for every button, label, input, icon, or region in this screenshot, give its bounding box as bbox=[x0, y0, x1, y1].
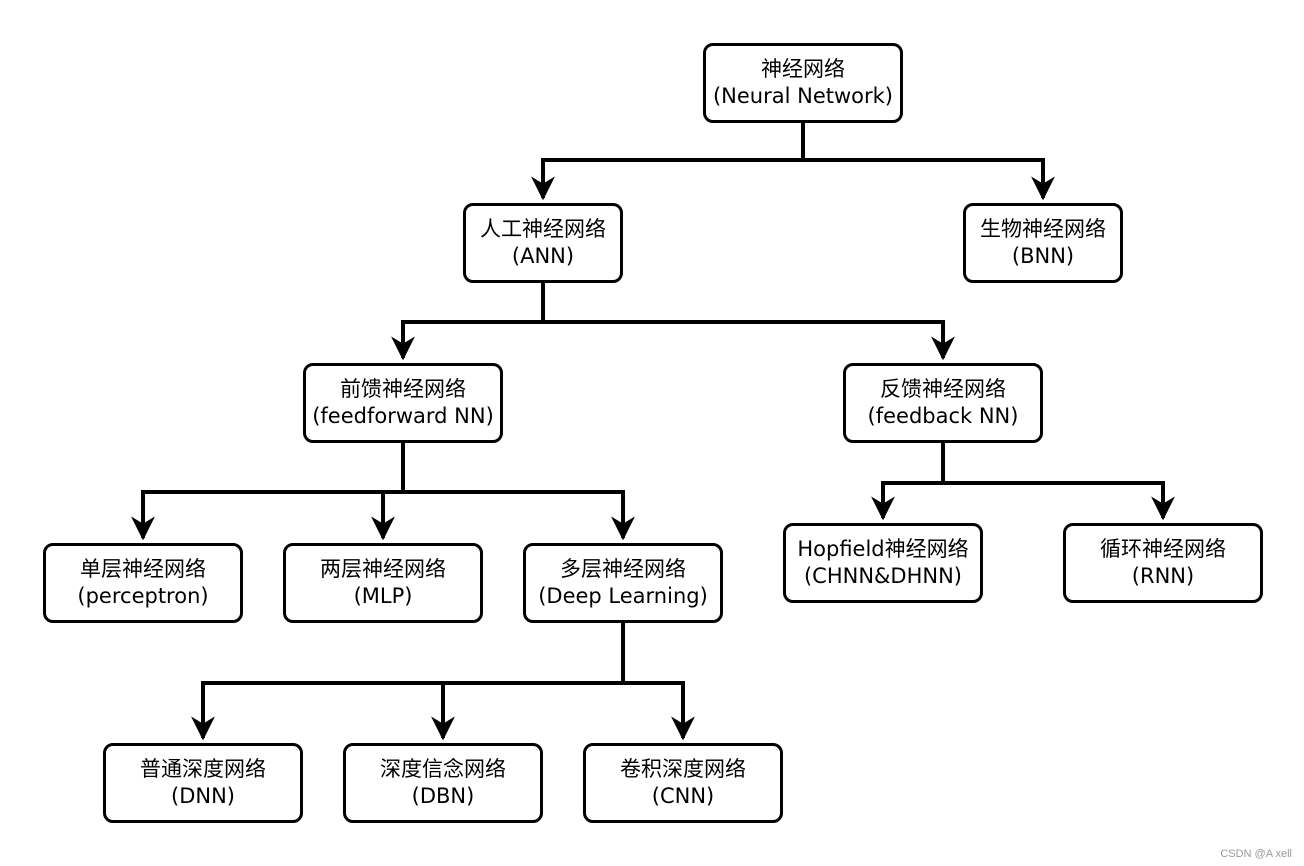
edge-feedback-branch bbox=[883, 443, 1163, 485]
node-label-en: (BNN) bbox=[1011, 244, 1075, 268]
node-cnn: 卷积深度网络 (CNN) bbox=[583, 743, 783, 823]
watermark-text: CSDN @A xell bbox=[1220, 848, 1292, 860]
node-label-zh: 循环神经网络 bbox=[1100, 537, 1226, 561]
node-label-zh: 普通深度网络 bbox=[140, 757, 266, 781]
node-label-en: (feedforward NN) bbox=[312, 404, 494, 428]
node-label-zh: 卷积深度网络 bbox=[620, 757, 746, 781]
node-label-zh: Hopfield神经网络 bbox=[797, 537, 969, 561]
node-label-en: (feedback NN) bbox=[867, 404, 1019, 428]
node-feedforward: 前馈神经网络 (feedforward NN) bbox=[303, 363, 503, 443]
node-label-zh: 人工神经网络 bbox=[480, 217, 606, 241]
node-multi-layer: 多层神经网络 (Deep Learning) bbox=[523, 543, 723, 623]
edge-multi-branch bbox=[203, 623, 683, 685]
node-rnn: 循环神经网络 (RNN) bbox=[1063, 523, 1263, 603]
node-label-en: (RNN) bbox=[1131, 564, 1195, 588]
node-label-en: (MLP) bbox=[353, 584, 413, 608]
node-label-en: (perceptron) bbox=[77, 584, 209, 608]
node-label-zh: 前馈神经网络 bbox=[340, 377, 466, 401]
node-label-zh: 单层神经网络 bbox=[80, 557, 206, 581]
node-bnn: 生物神经网络 (BNN) bbox=[963, 203, 1123, 283]
node-label-en: (Deep Learning) bbox=[538, 584, 708, 608]
node-two-layer: 两层神经网络 (MLP) bbox=[283, 543, 483, 623]
node-label-en: (CNN) bbox=[651, 784, 715, 808]
node-label-zh: 两层神经网络 bbox=[320, 557, 446, 581]
edge-ann-branch bbox=[403, 283, 943, 324]
node-label-zh: 生物神经网络 bbox=[980, 217, 1106, 241]
node-label-zh: 反馈神经网络 bbox=[880, 377, 1006, 401]
node-label-en: (DBN) bbox=[411, 784, 475, 808]
node-neural-network: 神经网络 (Neural Network) bbox=[703, 43, 903, 123]
node-label-zh: 神经网络 bbox=[761, 57, 845, 81]
node-dbn: 深度信念网络 (DBN) bbox=[343, 743, 543, 823]
node-label-zh: 多层神经网络 bbox=[560, 557, 686, 581]
node-dnn: 普通深度网络 (DNN) bbox=[103, 743, 303, 823]
node-label-en: (DNN) bbox=[171, 784, 235, 808]
node-ann: 人工神经网络 (ANN) bbox=[463, 203, 623, 283]
node-hopfield: Hopfield神经网络 (CHNN&DHNN) bbox=[783, 523, 983, 603]
node-feedback: 反馈神经网络 (feedback NN) bbox=[843, 363, 1043, 443]
node-label-en: (ANN) bbox=[511, 244, 575, 268]
node-single-layer: 单层神经网络 (perceptron) bbox=[43, 543, 243, 623]
node-label-en: (CHNN&DHNN) bbox=[803, 564, 962, 588]
edge-feedforward-branch bbox=[143, 443, 623, 494]
edge-nn-branch bbox=[543, 123, 1043, 162]
node-label-zh: 深度信念网络 bbox=[380, 757, 506, 781]
node-label-en: (Neural Network) bbox=[712, 84, 894, 108]
